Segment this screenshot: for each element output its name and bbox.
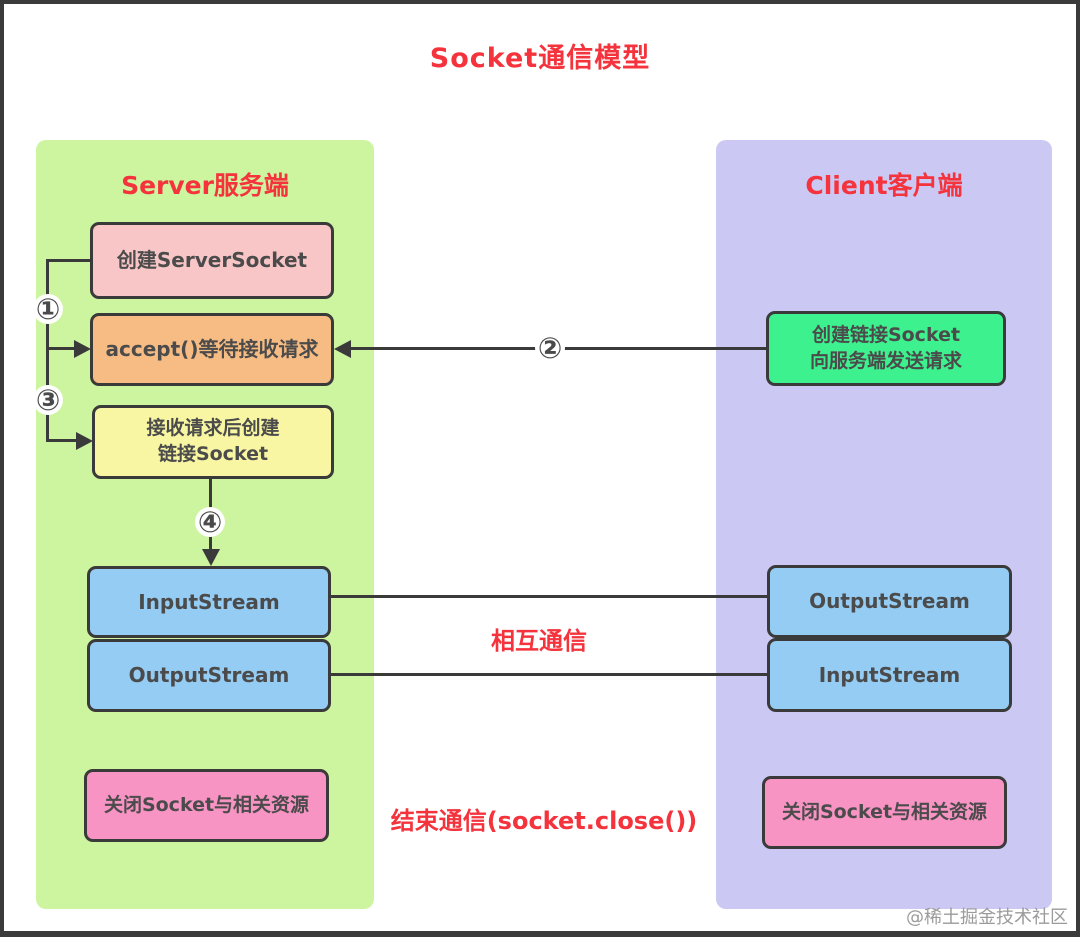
arrow-into-accept-from-client-icon bbox=[334, 339, 351, 358]
connector-bracket-horizontal bbox=[46, 259, 90, 262]
server-node-accept: accept()等待接收请求 bbox=[90, 313, 334, 386]
end-communication-label: 结束通信(socket.close()) bbox=[390, 807, 698, 835]
connector-bracket-vertical bbox=[46, 259, 49, 442]
server-node-inputstream: InputStream bbox=[87, 566, 331, 638]
arrow-into-link-socket-icon bbox=[76, 431, 93, 450]
client-panel-header: Client客户端 bbox=[805, 171, 963, 200]
connector-to-link-socket-line bbox=[46, 439, 78, 442]
client-node-outputstream: OutputStream bbox=[767, 565, 1012, 638]
arrow-into-accept-icon bbox=[74, 339, 91, 358]
connector-to-accept-line bbox=[46, 347, 76, 350]
connector-inputstream-outputstream-line bbox=[331, 595, 767, 598]
watermark: @稀土掘金技术社区 bbox=[906, 907, 1068, 928]
step-3-badge: ③ bbox=[33, 385, 63, 415]
page-title: Socket通信模型 bbox=[429, 43, 651, 74]
step-1-badge: ① bbox=[33, 294, 63, 324]
server-node-close-socket: 关闭Socket与相关资源 bbox=[84, 769, 329, 842]
mutual-communication-label: 相互通信 bbox=[491, 627, 587, 655]
server-node-create-link-socket: 接收请求后创建 链接Socket bbox=[92, 405, 334, 479]
step-2-badge: ② bbox=[535, 333, 565, 363]
server-panel-header: Server服务端 bbox=[121, 171, 289, 200]
arrow-into-inputstream-icon bbox=[201, 549, 220, 566]
client-node-create-socket: 创建链接Socket 向服务端发送请求 bbox=[766, 311, 1006, 386]
server-node-outputstream: OutputStream bbox=[87, 639, 331, 712]
client-node-close-socket: 关闭Socket与相关资源 bbox=[762, 776, 1007, 849]
server-node-create-serversocket: 创建ServerSocket bbox=[90, 222, 334, 299]
step-4-badge: ④ bbox=[195, 507, 225, 537]
client-node-inputstream: InputStream bbox=[767, 638, 1012, 712]
connector-outputstream-inputstream-line bbox=[331, 673, 767, 676]
